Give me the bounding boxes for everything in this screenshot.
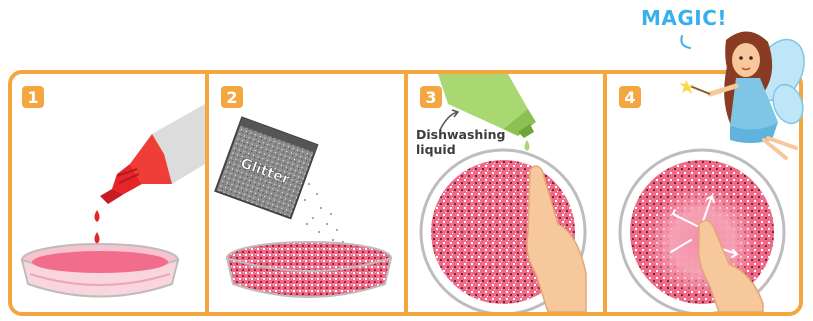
dishwashing-label-line1: Dishwashing [416,127,505,142]
fairy-icon [668,22,813,162]
dishwashing-label-line2: liquid [416,142,505,157]
step-badge-1: 1 [22,86,44,108]
step-2-illustration: Glitter [209,74,404,312]
dishwashing-label: Dishwashing liquid [416,127,505,157]
glitter-packet-icon: Glitter [215,118,317,219]
step-1-illustration [12,74,205,312]
step-badge-4: 4 [619,86,641,108]
step-badge-3: 3 [420,86,442,108]
step-badge-2: 2 [221,86,243,108]
red-food-coloring-bottle-icon [100,104,205,204]
step-3-illustration [408,74,603,312]
